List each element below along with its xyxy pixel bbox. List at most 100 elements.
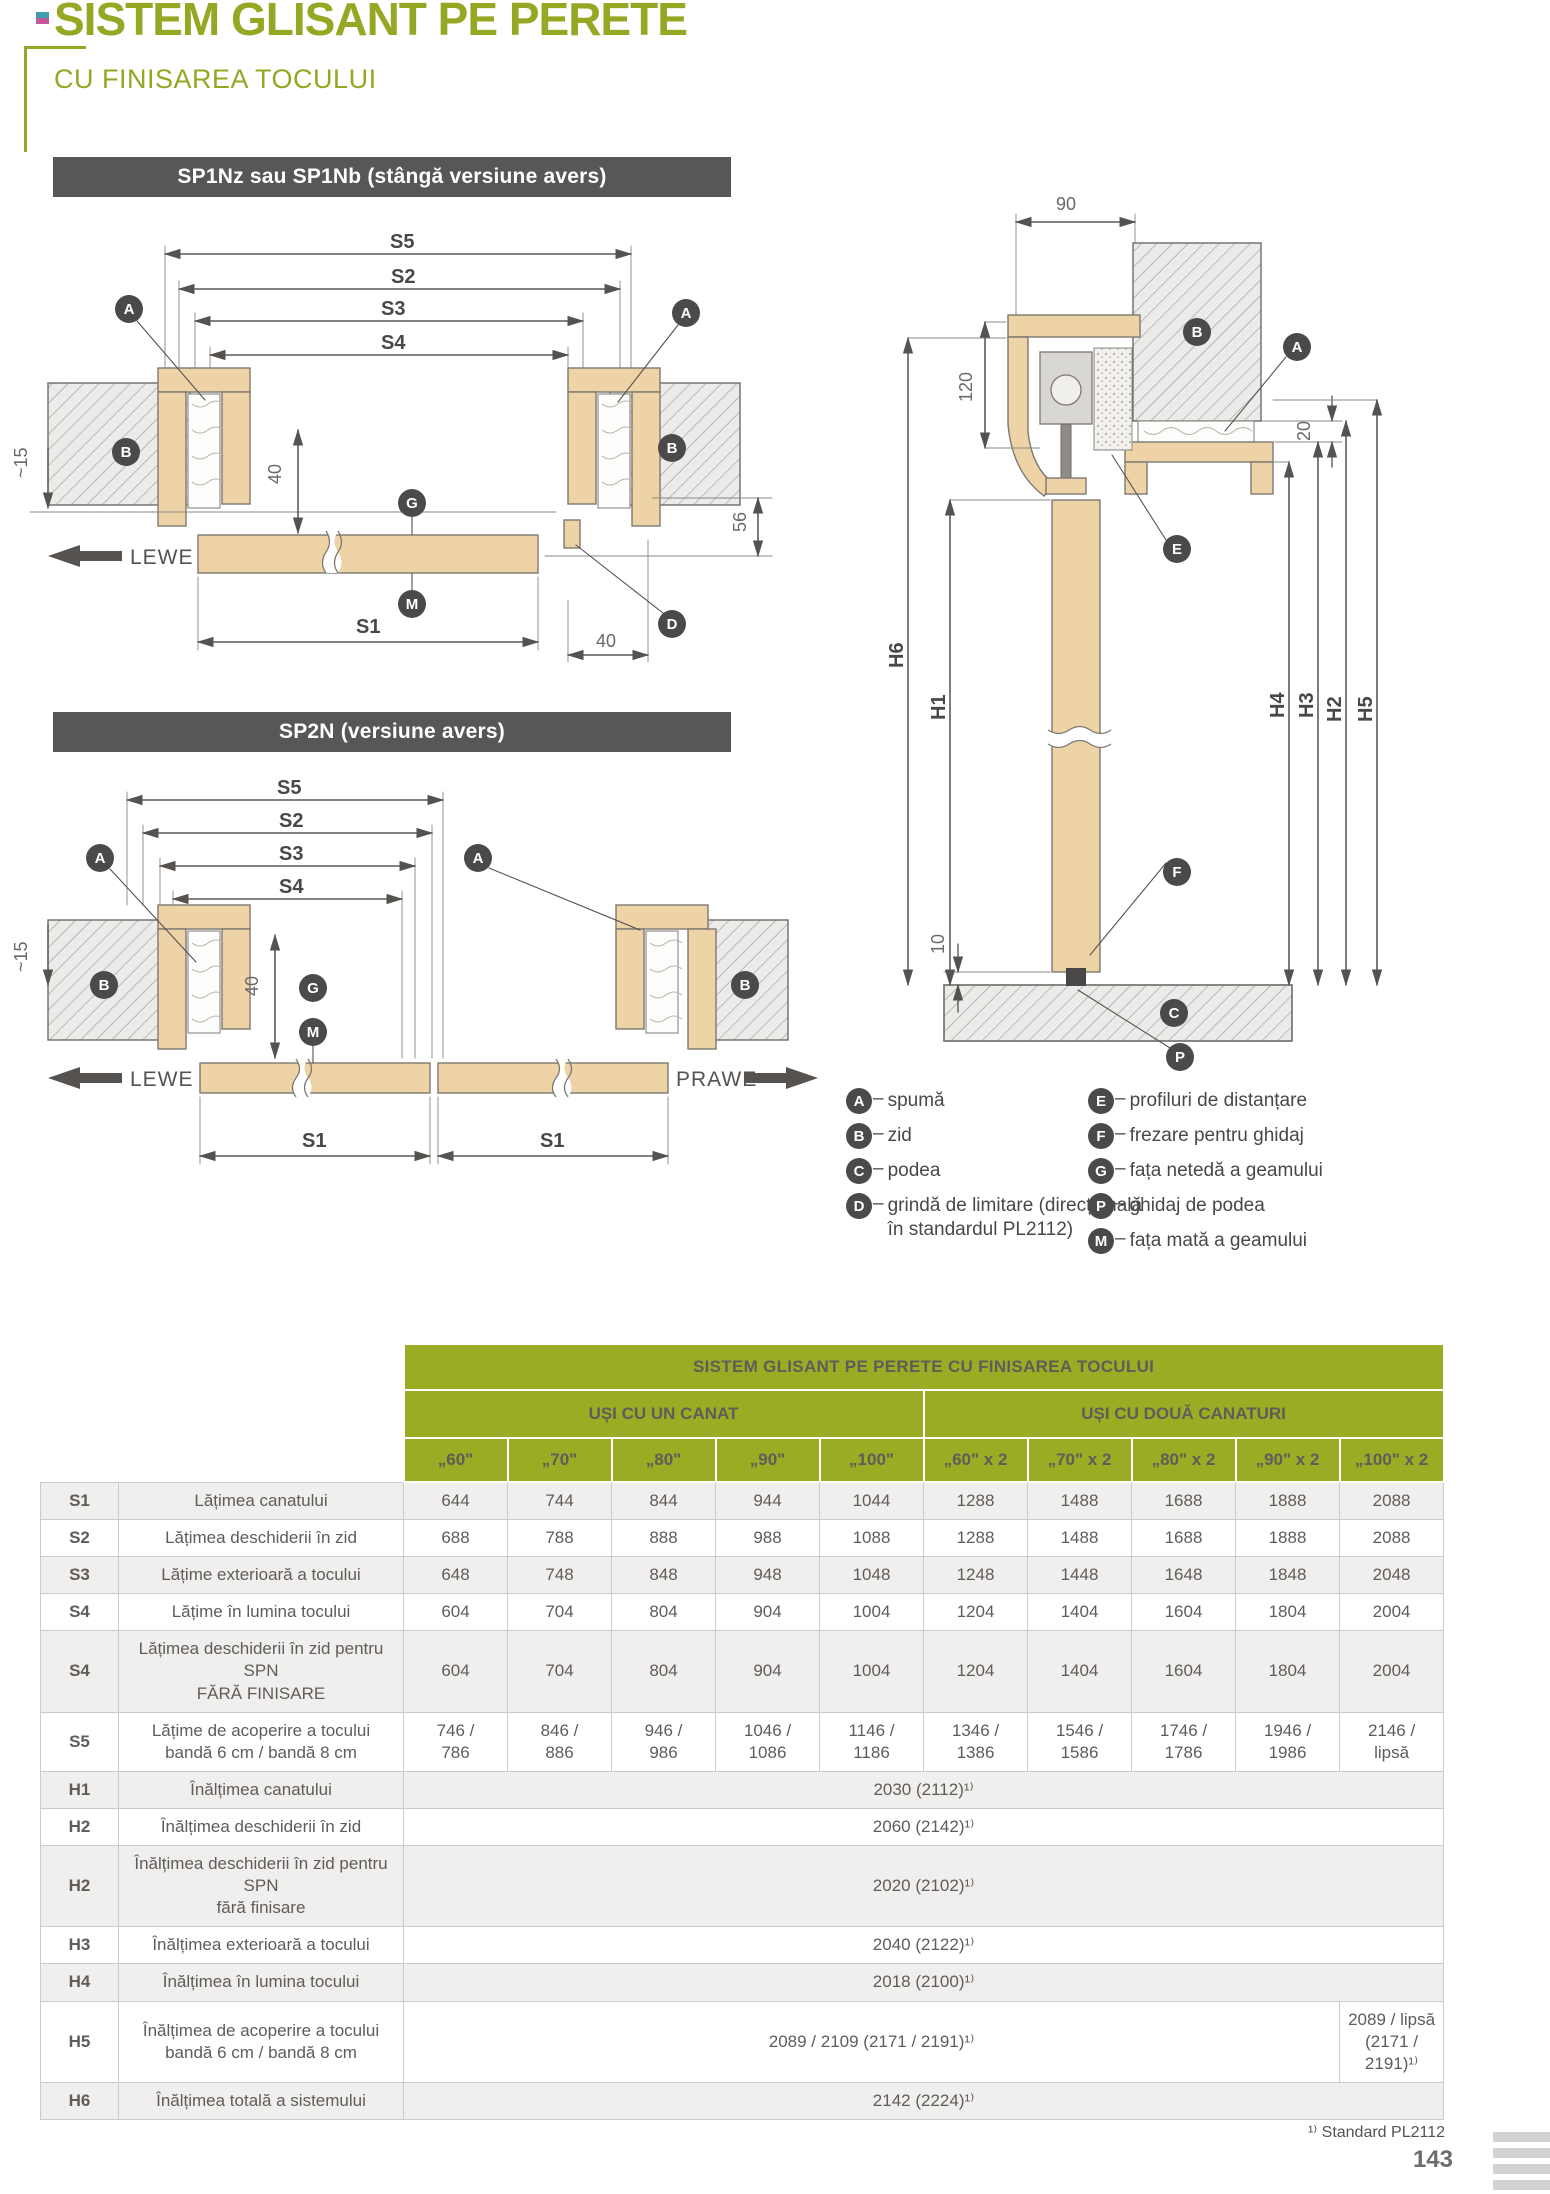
edge-stripe [1493,2180,1550,2190]
row-value: 1046 / 1086 [715,1711,820,1772]
legend-text: zid [887,1125,912,1146]
row-value: 946 / 986 [611,1711,716,1772]
break-symbol [1047,725,1112,749]
legend-letter-badge: F [1088,1123,1114,1149]
legend-text: fața mată a geamului [1129,1230,1308,1251]
svg-text:M: M [307,1024,320,1041]
mark-a: A [86,844,114,872]
row-value: 1204 [923,1630,1028,1713]
row-value: 804 [611,1630,716,1713]
dim-20-label: 20 [1294,421,1314,441]
table-group-header: UȘI CU DOUĂ CANATURI [922,1389,1445,1439]
legend-dash [872,1123,888,1145]
table-size-header: „80" x 2 [1130,1437,1237,1483]
technical-diagrams: S5 S2 S3 S4 [11,194,1383,1165]
dim-s1-label: S1 [356,616,380,638]
row-label: Lățimea canatului [118,1481,404,1521]
row-value: 688 [403,1519,508,1558]
row-code: H2 [40,1845,119,1928]
svg-text:F: F [1172,864,1181,881]
dim-40v-label: 40 [265,464,285,484]
svg-text:A: A [1292,339,1303,356]
dim-s3-label: S3 [279,843,303,865]
table-size-header: „80" [610,1437,717,1483]
spec-table: SISTEM GLISANT PE PERETE CU FINISAREA TO… [40,1343,1445,2120]
row-value: 2004 [1338,1630,1445,1713]
row-code: H3 [40,1926,119,1965]
row-value: 1048 [819,1556,924,1595]
row-value: 988 [715,1519,820,1558]
legend-text: profiluri de distanțare [1129,1090,1308,1111]
svg-text:D: D [667,616,678,633]
row-value: 2018 (2100)¹⁾ [402,1963,1445,2002]
row-code: S2 [40,1519,119,1558]
row-label: Lățime exterioară a tocului [118,1556,404,1595]
title-bracket-top [24,46,86,49]
row-value: 1004 [819,1630,924,1713]
row-value: 1204 [923,1593,1028,1632]
legend-item: Gfața netedă a geamului [1088,1158,1550,1184]
row-value: 1146 / 1186 [819,1711,924,1772]
cell [40,1344,404,1390]
row-value: 2089 / lipsă (2171 / 2191)¹⁾ [1338,2000,1445,2083]
edge-stripe [1493,2164,1550,2174]
row-code: H6 [40,2081,119,2120]
dim-h6-label: H6 [886,642,908,668]
legend-item: Ffrezare pentru ghidaj [1088,1123,1550,1149]
row-value: 844 [611,1481,716,1521]
break-symbol [291,1058,313,1098]
table-header-row: SISTEM GLISANT PE PERETE CU FINISAREA TO… [40,1343,1445,1391]
section-header-sp2n: SP2N (versiune avers) [53,712,731,752]
section-header-sp1n: SP1Nz sau SP1Nb (stângă versiune avers) [53,157,731,197]
dim-h5-label: H5 [1355,696,1377,722]
row-value: 1488 [1027,1519,1132,1558]
row-label: Înălțimea totală a sistemului [118,2081,404,2120]
mark-b: B [731,971,759,999]
mark-d: D [658,610,686,638]
mark-a: A [672,299,700,327]
legend-dash [1114,1228,1130,1250]
row-value: 1044 [819,1481,924,1521]
legend-item: Mfața mată a geamului [1088,1228,1550,1254]
legend-letter-badge: P [1088,1193,1114,1219]
row-label: Lățime de acoperire a tocului bandă 6 cm… [118,1711,404,1772]
dim-s1-label: S1 [540,1130,564,1152]
row-value: 644 [403,1481,508,1521]
row-code: H4 [40,1963,119,2002]
row-value: 1088 [819,1519,924,1558]
mark-b: B [90,971,118,999]
table-size-header: „60" x 2 [922,1437,1029,1483]
dim-s2-label: S2 [391,266,415,288]
row-code: S1 [40,1481,119,1521]
dim-s5-label: S5 [390,231,414,253]
edge-stripe [1493,2148,1550,2158]
diagram-vertical-section: 90 120 10 [886,194,1383,1071]
page-number: 143 [1412,2146,1453,2173]
row-value: 1488 [1027,1481,1132,1521]
dim-h1-label: H1 [928,694,950,720]
lewe-label: LEWE [130,546,194,569]
legend-dash [1114,1088,1130,1110]
table-size-header: „100" [818,1437,925,1483]
row-value: 1448 [1027,1556,1132,1595]
row-value: 2040 (2122)¹⁾ [402,1926,1445,1965]
row-value: 1848 [1235,1556,1340,1595]
row-value: 1248 [923,1556,1028,1595]
dim-10-label: 10 [928,934,948,954]
row-value: 848 [611,1556,716,1595]
legend-letter-badge: C [846,1158,872,1184]
row-value: 2142 (2224)¹⁾ [402,2081,1445,2120]
row-label: Înălțimea în lumina tocului [118,1963,404,2002]
svg-text:A: A [124,301,135,318]
table-size-header: „70" x 2 [1026,1437,1133,1483]
row-code: S4 [40,1630,119,1713]
legend-dash [872,1158,888,1180]
row-value: 744 [507,1481,612,1521]
legend-dash [1114,1158,1130,1180]
row-code: H1 [40,1770,119,1809]
break-symbol [321,530,343,574]
legend-text: fața netedă a geamului [1129,1160,1323,1181]
dim-s4-label: S4 [279,876,304,898]
